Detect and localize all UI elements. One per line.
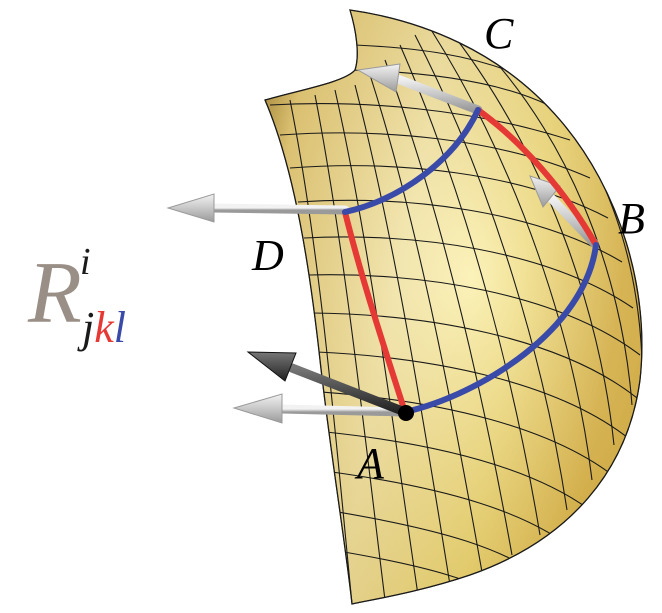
formula-symbol: R xyxy=(28,245,82,342)
vector-a-original xyxy=(246,351,410,417)
formula-subscript: jkl xyxy=(82,302,126,353)
vector-a-transported xyxy=(232,393,410,424)
formula-sub-l: l xyxy=(113,303,126,352)
vector-d xyxy=(166,193,350,223)
surface-outline xyxy=(264,9,643,605)
riemann-tensor-formula: R i jkl xyxy=(28,241,188,360)
label-b: B xyxy=(618,194,645,243)
label-a: A xyxy=(354,439,385,488)
formula-superscript: i xyxy=(80,241,91,283)
path-a-to-b xyxy=(402,242,599,415)
vector-c xyxy=(356,63,483,115)
point-a-marker xyxy=(398,405,414,421)
label-d: D xyxy=(251,231,284,280)
path-c-to-b xyxy=(475,107,599,248)
path-d-to-c xyxy=(342,107,481,215)
formula-sub-k: k xyxy=(94,303,114,352)
formula-sub-j: j xyxy=(82,303,95,352)
path-d-to-a xyxy=(342,209,408,415)
sphere-surface xyxy=(264,9,643,605)
label-c: C xyxy=(484,9,514,58)
